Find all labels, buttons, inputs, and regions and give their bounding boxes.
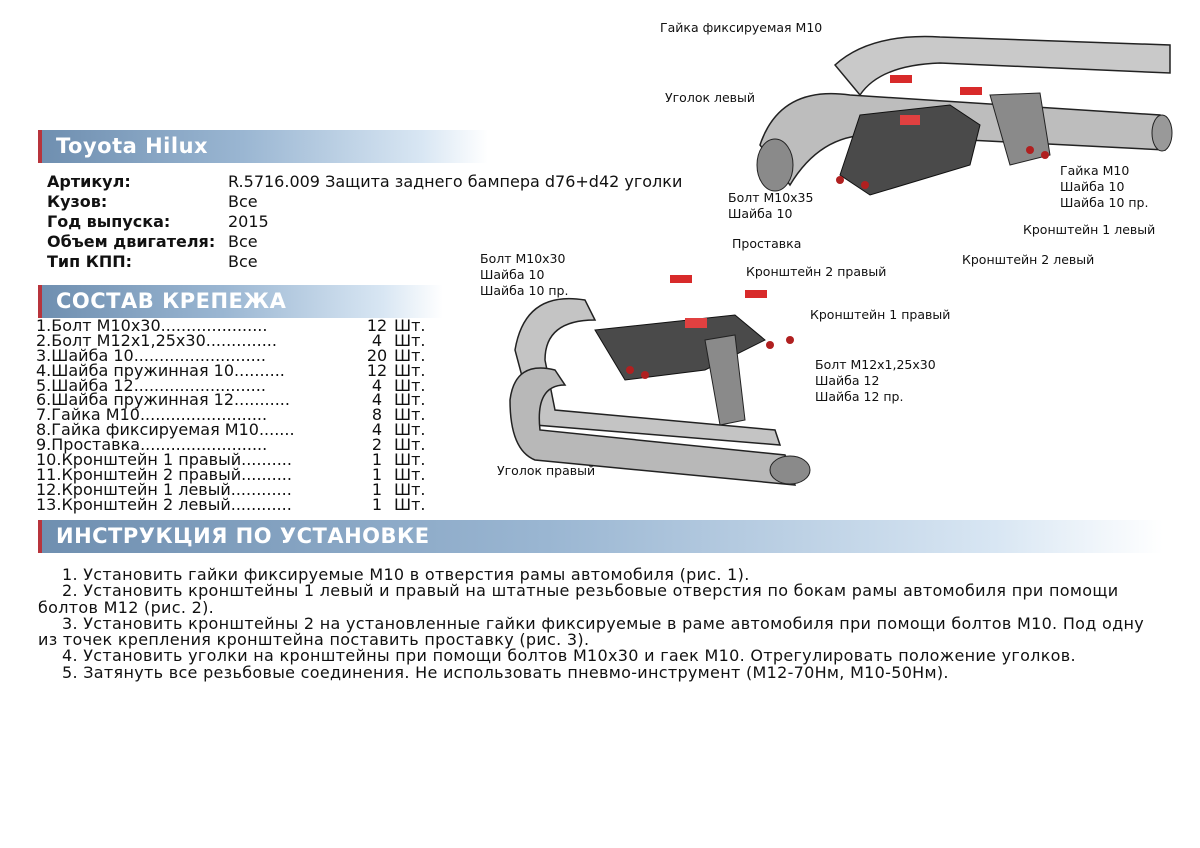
right-bumper-diagram bbox=[509, 275, 811, 486]
fastener-unit: Шт. bbox=[394, 360, 426, 380]
spec-value: Все bbox=[228, 252, 258, 271]
label-line: Болт М10х35 bbox=[728, 190, 814, 205]
fastener-name: 2.Болт М12х1,25х30.............. bbox=[36, 330, 277, 350]
fastener-name: 7.Гайка М10......................... bbox=[36, 405, 268, 425]
spec-label: Кузов: bbox=[47, 192, 108, 211]
spec-value: R.5716.009 Защита заднего бампера d76+d4… bbox=[228, 172, 683, 191]
vehicle-title-bar: Toyota Hilux bbox=[38, 130, 488, 163]
left-bumper-diagram bbox=[756, 35, 1173, 196]
fastener-unit: Шт. bbox=[394, 420, 426, 440]
fastener-name: 8.Гайка фиксируемая М10....... bbox=[36, 420, 295, 440]
fastener-unit: Шт. bbox=[394, 345, 426, 365]
label-line: Шайба 10 пр. bbox=[1060, 195, 1149, 210]
fastener-name: 5.Шайба 12.......................... bbox=[36, 375, 266, 395]
label-line: Болт М12х1,25х30 bbox=[815, 357, 936, 372]
fastener-unit: Шт. bbox=[394, 464, 426, 484]
instruction-step: 5. Затянуть все резьбовые соединения. Не… bbox=[62, 662, 949, 682]
fastener-name: 4.Шайба пружинная 10.......... bbox=[36, 360, 285, 380]
fastener-qty: 2 bbox=[371, 435, 383, 455]
instructions-title: ИНСТРУКЦИЯ ПО УСТАНОВКЕ bbox=[56, 524, 430, 548]
fastener-qty: 12 bbox=[366, 360, 388, 380]
label-left-corner: Уголок левый bbox=[665, 90, 756, 105]
spec-value: 2015 bbox=[228, 212, 269, 231]
fastener-name: 12.Кронштейн 1 левый............ bbox=[36, 479, 292, 499]
label-right-bracket-2: Кронштейн 2 правый bbox=[746, 264, 887, 279]
fastener-unit: Шт. bbox=[394, 330, 426, 350]
label-line: Болт М10х30 bbox=[480, 251, 566, 266]
instruction-step: 4. Установить уголки на кронштейны при п… bbox=[62, 646, 1076, 666]
label-line: Шайба 10 пр. bbox=[480, 283, 569, 298]
fastener-qty: 1 bbox=[371, 494, 383, 514]
label-line: Шайба 10 bbox=[1060, 179, 1125, 194]
label-line: Шайба 10 bbox=[728, 206, 793, 221]
label-right-bracket-1: Кронштейн 1 правый bbox=[810, 307, 951, 322]
fastener-qty: 8 bbox=[371, 405, 383, 425]
vehicle-title: Toyota Hilux bbox=[56, 134, 209, 158]
label-right-corner: Уголок правый bbox=[497, 463, 596, 478]
spec-value: Все bbox=[228, 192, 258, 211]
label-left-bracket-2: Кронштейн 2 левый bbox=[962, 252, 1095, 267]
fastener-qty: 20 bbox=[366, 345, 388, 365]
spec-label: Артикул: bbox=[47, 172, 131, 191]
label-line: Гайка М10 bbox=[1060, 163, 1130, 178]
label-line: Шайба 12 пр. bbox=[815, 389, 904, 404]
fastener-unit: Шт. bbox=[394, 435, 426, 455]
fastener-name: 6.Шайба пружинная 12........... bbox=[36, 390, 290, 410]
fastener-name: 11.Кронштейн 2 правый.......... bbox=[36, 464, 292, 484]
fastener-unit: Шт. bbox=[394, 479, 426, 499]
fastener-qty: 4 bbox=[371, 375, 383, 395]
fastener-name: 9.Проставка......................... bbox=[36, 435, 268, 455]
label-line: Шайба 10 bbox=[480, 267, 545, 282]
fastener-unit: Шт. bbox=[394, 375, 426, 395]
fastener-unit: Шт. bbox=[394, 405, 426, 425]
fastener-qty: 12 bbox=[366, 316, 388, 335]
fastener-qty: 4 bbox=[371, 420, 383, 440]
fasteners-title-bar: СОСТАВ КРЕПЕЖА bbox=[38, 285, 443, 318]
label-line: Шайба 12 bbox=[815, 373, 880, 388]
instruction-step: 3. Установить кронштейны 2 на установлен… bbox=[38, 613, 1144, 650]
spec-label: Год выпуска: bbox=[47, 212, 171, 231]
fastener-qty: 1 bbox=[371, 464, 383, 484]
fastener-name: 13.Кронштейн 2 левый............ bbox=[36, 494, 292, 514]
spec-label: Тип КПП: bbox=[47, 252, 133, 271]
fastener-unit: Шт. bbox=[394, 390, 426, 410]
label-left-bracket-1: Кронштейн 1 левый bbox=[1023, 222, 1156, 237]
label-fixed-nut: Гайка фиксируемая М10 bbox=[660, 20, 823, 35]
instruction-step: 1. Установить гайки фиксируемые М10 в от… bbox=[62, 565, 750, 584]
fastener-qty: 1 bbox=[371, 450, 383, 470]
fastener-qty: 4 bbox=[371, 390, 383, 410]
fasteners-title: СОСТАВ КРЕПЕЖА bbox=[56, 289, 287, 313]
label-spacer: Проставка bbox=[732, 236, 802, 251]
spec-label: Объем двигателя: bbox=[47, 232, 216, 251]
instruction-step: 2. Установить кронштейны 1 левый и правы… bbox=[38, 581, 1119, 617]
fastener-qty: 4 bbox=[371, 330, 383, 350]
spec-value: Все bbox=[228, 232, 258, 251]
fastener-name: 10.Кронштейн 1 правый.......... bbox=[36, 450, 292, 470]
fastener-unit: Шт. bbox=[394, 316, 426, 335]
fastener-unit: Шт. bbox=[394, 450, 426, 470]
instructions-list: 1. Установить гайки фиксируемые М10 в от… bbox=[38, 565, 1158, 682]
fastener-name: 3.Шайба 10.......................... bbox=[36, 345, 266, 365]
fastener-unit: Шт. bbox=[394, 494, 426, 514]
fastener-name: 1.Болт М10х30..................... bbox=[36, 316, 268, 335]
instructions-title-bar: ИНСТРУКЦИЯ ПО УСТАНОВКЕ bbox=[38, 520, 1163, 553]
fastener-qty: 1 bbox=[371, 479, 383, 499]
